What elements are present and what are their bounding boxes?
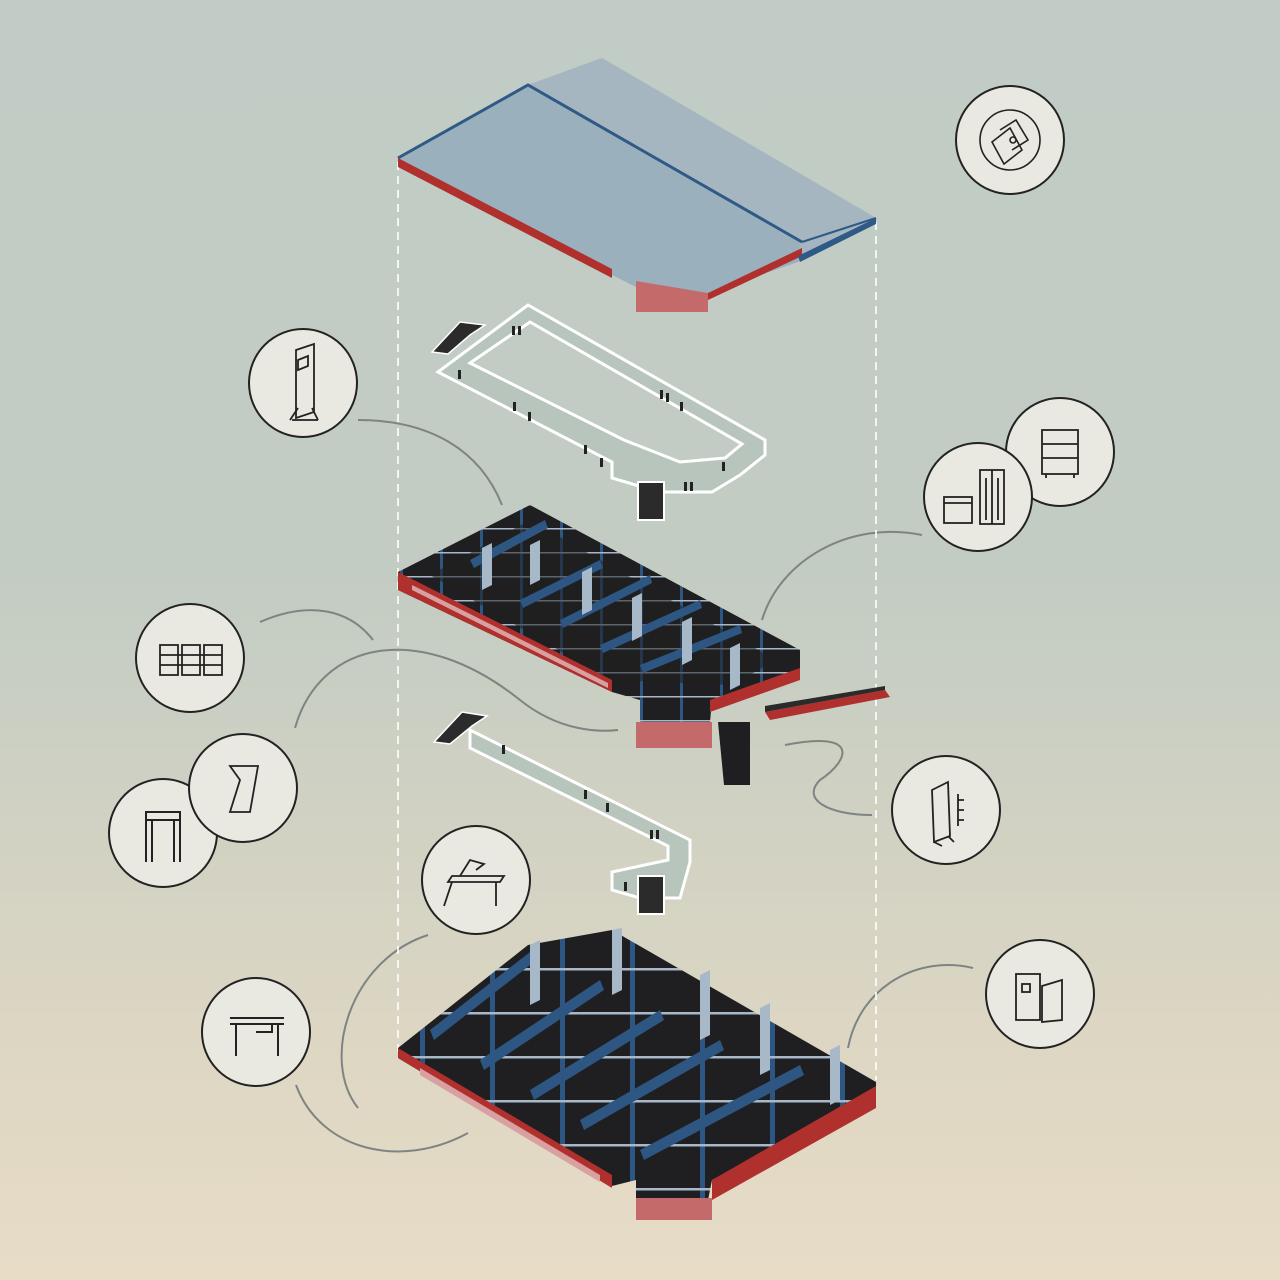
lower-stair	[432, 711, 490, 745]
connector-line	[259, 609, 374, 641]
roof-layer	[397, 58, 877, 312]
connector-line	[847, 964, 974, 1049]
cabinet-locker-icon	[923, 442, 1033, 552]
connector-line	[295, 1084, 469, 1153]
shelving-cart-icon	[1005, 397, 1115, 507]
alignment-guides	[397, 162, 877, 1080]
upper-floor-stair	[718, 722, 750, 785]
upper-floor-layer	[398, 505, 890, 785]
people-figures	[502, 745, 659, 891]
connector-line	[294, 648, 619, 732]
partition-walls-light	[530, 928, 840, 1105]
furniture-icons	[108, 85, 1115, 1087]
door-frame-icon	[108, 778, 218, 888]
partition-walls	[430, 952, 804, 1160]
tablet-badge-icon	[955, 85, 1065, 195]
lower-stair-core	[637, 875, 665, 915]
partition-walls-light	[482, 540, 740, 690]
connector-lines	[259, 419, 974, 1153]
connector-line	[340, 934, 429, 1109]
upper-walkway-layer	[430, 303, 767, 521]
connector-line	[357, 419, 503, 506]
upper-stair	[430, 321, 488, 355]
chart-on-stand-icon	[248, 328, 358, 438]
upper-stair-core	[637, 481, 665, 521]
connector-line	[761, 530, 923, 621]
ramp	[765, 690, 890, 720]
connector-line	[784, 740, 873, 816]
wall-panel-icon	[891, 755, 1001, 865]
appliance-icon	[985, 939, 1095, 1049]
desk-icon	[201, 977, 311, 1087]
lower-walkway-layer	[432, 711, 692, 915]
people-figures	[458, 326, 725, 491]
easel-table-icon	[421, 825, 531, 935]
display-cases-icon	[135, 603, 245, 713]
ground-floor-layer	[398, 928, 876, 1220]
slanted-panel-icon	[188, 733, 298, 843]
